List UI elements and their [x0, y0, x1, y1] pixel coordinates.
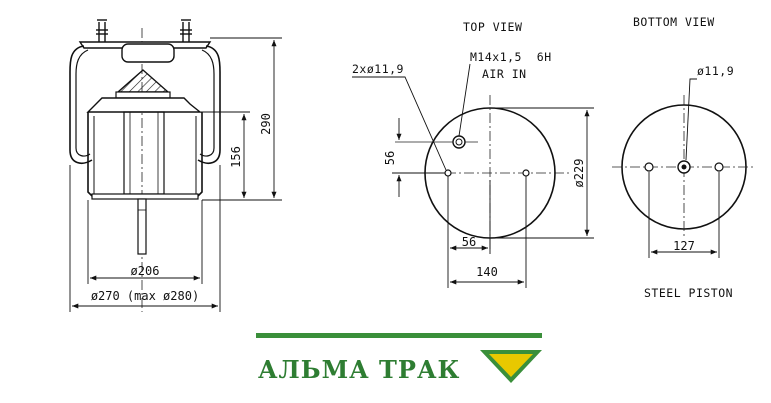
- thread-label: M14x1,5 6H: [470, 50, 552, 64]
- bottom-hole-left: [644, 162, 654, 172]
- air-in-label: AIR IN: [482, 67, 527, 81]
- thread-leader: [458, 63, 471, 137]
- top-view: TOP VIEW M14x1,5 6H AIR IN 2xø11,9 56: [352, 20, 594, 288]
- bump-stop: [116, 69, 170, 93]
- brand-logo: АЛЬМА ТРАК: [256, 333, 542, 384]
- piston-bottom-plate: [91, 193, 199, 200]
- dim-206-label: ø206: [131, 264, 160, 278]
- dim-127-label: 127: [673, 239, 695, 253]
- bump-stop-base: [115, 91, 171, 99]
- stud-right: [180, 19, 192, 42]
- steel-piston-caption: STEEL PISTON: [644, 286, 733, 300]
- dim-156-label: 156: [229, 146, 243, 168]
- bellow-inner-right: [199, 49, 215, 157]
- check-icon: [480, 350, 542, 383]
- dim-229-label: ø229: [572, 159, 586, 188]
- dim-140-label: 140: [476, 265, 498, 279]
- side-view: 290 156 ø206 ø270 (max ø280): [69, 19, 282, 312]
- bellow-outer: [69, 45, 93, 164]
- top-view-title: TOP VIEW: [463, 20, 522, 34]
- bottom-view-title: BOTTOM VIEW: [633, 15, 715, 29]
- dim-270-label: ø270 (max ø280): [91, 289, 199, 303]
- air-inlet-slot: [121, 43, 175, 63]
- mount-hole-right: [522, 169, 530, 177]
- bellow-outer-right: [197, 45, 221, 164]
- mount-hole-left: [444, 169, 452, 177]
- hole-label: ø11,9: [697, 64, 734, 78]
- piston-cap: [86, 97, 202, 113]
- brand-name: АЛЬМА ТРАК: [258, 355, 460, 384]
- dim-156: [176, 111, 250, 201]
- dim-270: [69, 165, 221, 312]
- brand-bar: [256, 333, 542, 338]
- hole-leader: [685, 78, 697, 161]
- holes-label: 2xø11,9: [352, 62, 404, 76]
- dim-206: [87, 200, 203, 284]
- holes-leader: [352, 76, 447, 171]
- bottom-hole-right: [714, 162, 724, 172]
- piston-body: [87, 112, 203, 199]
- dim-56-vertical-label: 56: [383, 151, 397, 165]
- bellow-inner: [75, 49, 91, 157]
- dim-290-label: 290: [259, 113, 273, 135]
- bottom-view: BOTTOM VIEW ø11,9 127 STEEL PISTON: [612, 15, 756, 300]
- dim-56-horizontal-label: 56: [462, 235, 476, 249]
- bottom-stud: [137, 198, 147, 255]
- stud-left: [96, 19, 108, 42]
